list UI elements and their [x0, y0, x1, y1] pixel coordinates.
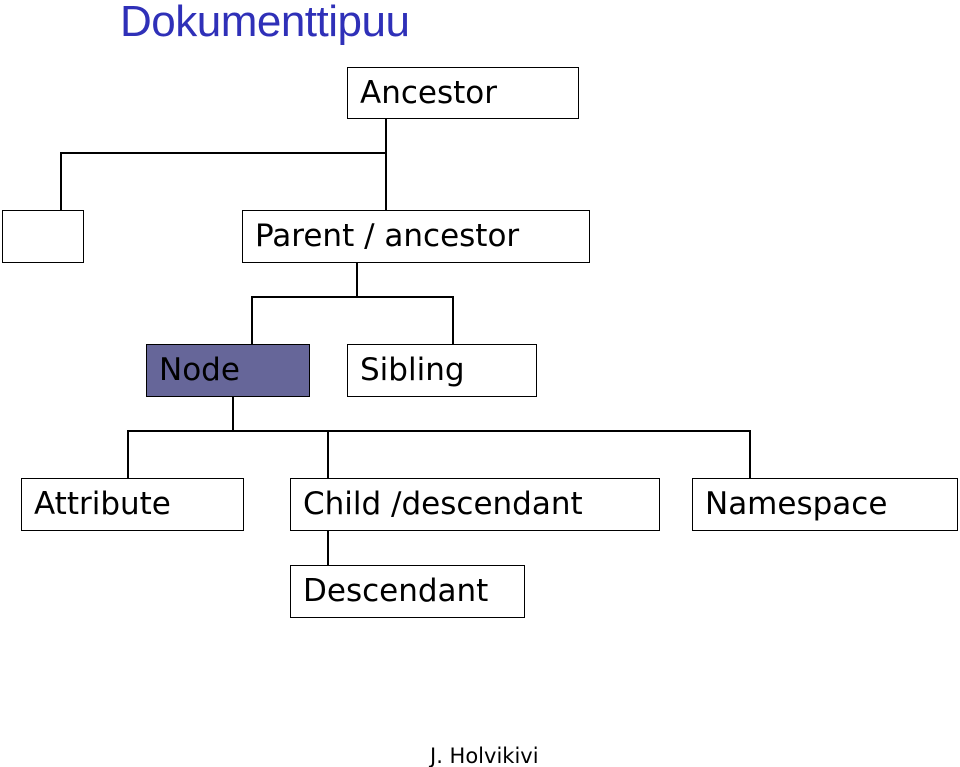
- namespace-box: Namespace: [692, 478, 958, 531]
- connector-line: [452, 296, 454, 345]
- connector-line: [749, 430, 751, 479]
- sibling-box: Sibling: [347, 344, 537, 397]
- connector-line: [127, 430, 751, 432]
- child-label: Child /descendant: [303, 486, 583, 522]
- connector-line: [232, 396, 234, 431]
- ancestor-label: Ancestor: [360, 74, 497, 111]
- connector-line: [356, 262, 358, 297]
- descendant-box: Descendant: [290, 565, 525, 618]
- connector-line: [60, 152, 387, 154]
- connector-line: [327, 430, 329, 479]
- parent-box: Parent / ancestor: [242, 210, 590, 263]
- slide-title: Dokumenttipuu: [120, 0, 410, 46]
- connector-line: [127, 430, 129, 479]
- node-label: Node: [159, 352, 240, 388]
- child-box: Child /descendant: [290, 478, 660, 531]
- author-footer: J. Holvikivi: [430, 744, 539, 767]
- connector-line: [385, 117, 387, 211]
- connector-line: [327, 530, 329, 566]
- namespace-label: Namespace: [705, 486, 888, 522]
- connector-line: [60, 152, 62, 211]
- connector-line: [251, 296, 454, 298]
- attribute-label: Attribute: [34, 486, 171, 522]
- unnamed-sibling-box: [2, 210, 84, 263]
- attribute-box: Attribute: [21, 478, 244, 531]
- ancestor-box: Ancestor: [347, 67, 579, 119]
- sibling-label: Sibling: [360, 352, 465, 388]
- descendant-label: Descendant: [303, 573, 489, 609]
- connector-line: [251, 296, 253, 345]
- parent-label: Parent / ancestor: [255, 218, 520, 254]
- node-box: Node: [146, 344, 310, 397]
